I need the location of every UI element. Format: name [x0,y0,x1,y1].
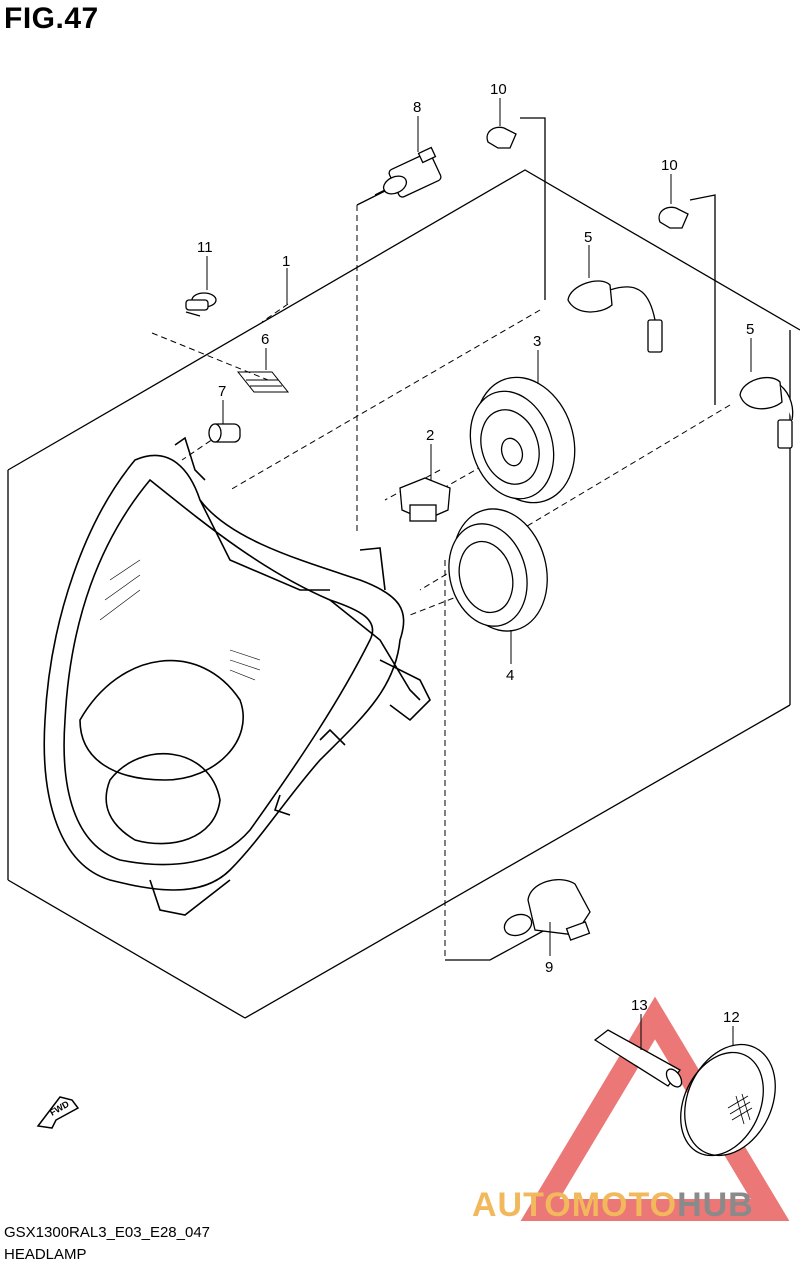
callout-5a: 5 [584,229,592,246]
callout-11: 11 [197,239,213,256]
callout-1: 1 [282,253,290,270]
watermark-part-a: AUTOMOTO [472,1186,678,1224]
callout-8: 8 [413,99,421,116]
headlamp-housing-icon [43,436,431,916]
callout-2: 2 [426,427,434,444]
callout-13: 13 [631,997,648,1014]
socket-2-icon [399,477,451,522]
callout-6: 6 [261,331,269,348]
reflector-ring-4-icon [448,508,548,632]
model-code: GSX1300RAL3_E03_E28_047 [4,1224,211,1241]
leader-lines [151,205,731,960]
section-name: HEADLAMP [4,1246,87,1263]
callout-9: 9 [545,959,553,976]
assembly-box-frame [7,117,800,1019]
grommet-7-icon [208,423,241,443]
h-bulb-8-icon [374,146,442,198]
callout-4: 4 [506,667,514,684]
h-bulb-9-icon [503,879,591,941]
socket-harness-5-icon [567,280,794,449]
wedge-bulb-10-icon [486,126,689,229]
callout-3: 3 [533,333,541,350]
figure-title: FIG.47 [4,2,99,35]
callout-5b: 5 [746,321,754,338]
fwd-arrow-icon: FWD [36,1096,80,1129]
callout-10b: 10 [661,157,678,174]
callout-7: 7 [218,383,226,400]
callout-12: 12 [723,1009,740,1026]
screw-11-icon [185,292,217,317]
watermark-text: AUTOMOTOHUB [472,1186,754,1225]
label-sticker-6-icon [236,371,290,393]
reflector-ring-3-icon [469,376,576,504]
cap-12-icon [680,1043,776,1157]
callout-numbers: 1 2 3 4 5 5 6 7 8 9 10 10 11 12 13 [197,81,754,1050]
watermark-part-b: HUB [677,1186,754,1224]
pin-13-icon [593,1029,683,1088]
callout-10a: 10 [490,81,507,98]
